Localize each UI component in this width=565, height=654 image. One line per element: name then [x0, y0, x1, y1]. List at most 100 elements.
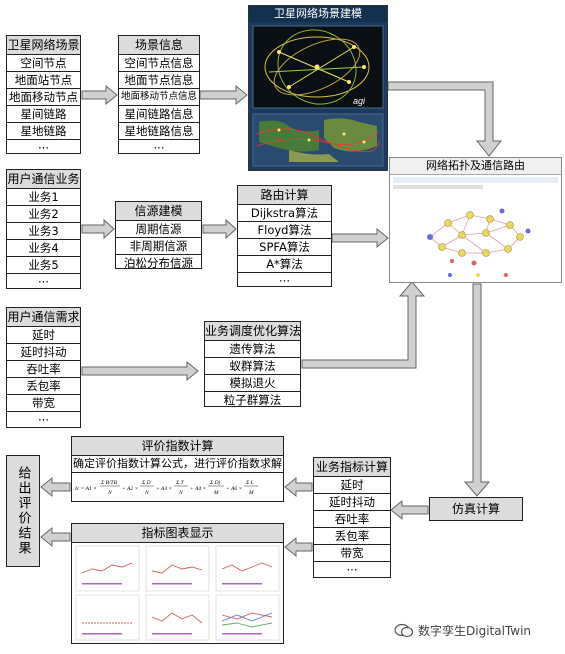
- service-list-item: 业务2: [7, 206, 80, 223]
- scene-list-box: 卫星网络场景 空间节点 地面站节点 地面移动节点 星间链路 星地链路 ···: [6, 35, 81, 155]
- service-list-item: 业务3: [7, 223, 80, 240]
- scene-list-item: 地面站节点: [7, 72, 80, 89]
- arrow-info-to-model: [199, 84, 248, 106]
- service-list-title: 用户通信业务: [7, 170, 80, 189]
- arrow-source-to-routing: [202, 218, 237, 240]
- arrow-optimize-to-topology: [301, 281, 426, 369]
- svg-text:Σ B/TB: Σ B/TB: [100, 480, 118, 486]
- routing-item: A*算法: [238, 256, 331, 273]
- svg-text:+ A6 ×: + A6 ×: [226, 486, 242, 492]
- scene-model-title: 卫星网络场景建模: [249, 6, 387, 22]
- svg-text:M: M: [248, 490, 254, 496]
- result-box: 给出评价结果: [6, 455, 40, 567]
- metric-calc-item: ···: [346, 563, 358, 577]
- topology-title: 网络拓扑及通信路由: [390, 158, 561, 175]
- svg-text:Σ D: Σ D: [141, 480, 151, 486]
- metric-calc-item: 延时抖动: [314, 494, 390, 511]
- svg-text:+ A4 ×: + A4 ×: [190, 485, 206, 492]
- optimize-box: 业务调度优化算法 遗传算法 蚁群算法 模拟退火 粒子群算法: [204, 321, 301, 407]
- chart-display-title: 指标图表显示: [72, 524, 283, 543]
- arrow-metric-to-eval: [284, 476, 313, 498]
- chart-display-box: 指标图表显示: [71, 523, 284, 644]
- svg-text:Σ Dj: Σ Dj: [209, 480, 221, 486]
- service-list-item: ···: [38, 275, 49, 289]
- svg-text:Σ T: Σ T: [175, 480, 185, 486]
- metric-calc-item: 吞吐率: [314, 511, 390, 528]
- demand-list-item: 带宽: [7, 395, 80, 412]
- arrow-chart-to-result: [40, 526, 71, 548]
- metric-calc-title: 业务指标计算: [314, 458, 390, 477]
- result-label: 给出评价结果: [15, 466, 31, 556]
- optimize-item: 蚁群算法: [205, 358, 300, 375]
- routing-item: Dijkstra算法: [238, 205, 331, 222]
- watermark: 数字孪生DigitalTwin: [394, 620, 562, 640]
- scene-info-box: 场景信息 空间节点信息 地面节点信息 地面移动节点信息 星间链路信息 星地链路信…: [118, 35, 200, 155]
- optimize-item: 模拟退火: [205, 375, 300, 392]
- demand-list-item: 延时: [7, 327, 80, 344]
- service-list-item: 业务5: [7, 257, 80, 274]
- metric-calc-box: 业务指标计算 延时 延时抖动 吞吐率 丢包率 带宽 ···: [313, 457, 391, 578]
- scene-info-item: 地面节点信息: [119, 72, 199, 89]
- source-model-box: 信源建模 周期信源 非周期信源 泊松分布信源: [115, 201, 202, 270]
- chart-thumbnails: [75, 545, 280, 641]
- arrow-demand-to-optimize: [81, 360, 199, 382]
- simulation-label: 仿真计算: [451, 502, 500, 516]
- demand-list-item: 丢包率: [7, 378, 80, 395]
- svg-text:+ A3 ×: + A3 ×: [156, 486, 172, 492]
- svg-text:M: M: [213, 490, 219, 496]
- scene-info-item: ···: [153, 141, 165, 155]
- scene-list-item: 地面移动节点: [7, 90, 80, 106]
- metric-calc-item: 延时: [314, 477, 390, 494]
- watermark-text: 数字孪生DigitalTwin: [418, 623, 532, 638]
- demand-list-item: ···: [38, 413, 49, 427]
- arrow-service-to-source: [81, 218, 115, 240]
- arrow-routing-to-topology: [331, 227, 389, 249]
- arrow-simulation-to-metric: [390, 499, 429, 521]
- scene-info-item: 星间链路信息: [119, 106, 199, 123]
- scene-list-item: ···: [38, 141, 49, 155]
- metric-calc-item: 带宽: [314, 545, 390, 562]
- routing-item: Floyd算法: [238, 222, 331, 239]
- scene-list-item: 星间链路: [7, 106, 80, 123]
- scene-list-title: 卫星网络场景: [7, 36, 80, 55]
- svg-text:N: N: [178, 490, 183, 496]
- svg-text:+ A2 ×: + A2 ×: [122, 486, 138, 492]
- svg-text:N: N: [107, 490, 112, 496]
- metric-calc-item: 丢包率: [314, 528, 390, 545]
- source-model-item: 泊松分布信源: [124, 256, 193, 270]
- demand-list-box: 用户通信需求 延时 延时抖动 吞吐率 丢包率 带宽 ···: [6, 307, 81, 428]
- topology-image: [393, 177, 558, 277]
- optimize-item: 粒子群算法: [223, 393, 282, 407]
- simulation-box: 仿真计算: [429, 497, 523, 521]
- optimize-item: 遗传算法: [205, 341, 300, 358]
- source-model-title: 信源建模: [116, 202, 201, 221]
- scene-info-title: 场景信息: [119, 36, 199, 55]
- scene-info-item: 星地链路信息: [119, 123, 199, 140]
- eval-formula: Ic = A1 × Σ B/TB N + A2 × Σ D N + A3 × Σ T…: [74, 480, 258, 496]
- source-model-item: 非周期信源: [116, 238, 201, 255]
- eval-index-title: 评价指数计算: [72, 437, 283, 456]
- arrow-metric-to-chart: [284, 536, 313, 558]
- demand-list-item: 吞吐率: [7, 361, 80, 378]
- scene-list-item: 空间节点: [7, 55, 80, 72]
- arrow-topology-to-simulation: [463, 283, 491, 497]
- scene-model-image: agi: [252, 25, 384, 167]
- svg-text:Ic = A1 ×: Ic = A1 ×: [74, 486, 97, 492]
- eval-index-desc: 确定评价指数计算公式，进行评价指数求解: [72, 456, 283, 473]
- optimize-title: 业务调度优化算法: [205, 322, 300, 341]
- demand-list-item: 延时抖动: [7, 344, 80, 361]
- svg-text:N: N: [144, 490, 149, 496]
- routing-item: SPFA算法: [238, 239, 331, 256]
- scene-model-panel: 卫星网络场景建模 agi: [248, 5, 388, 171]
- chart-grid: [72, 543, 283, 644]
- wechat-icon: [394, 623, 414, 638]
- service-list-item: 业务4: [7, 240, 80, 257]
- service-list-item: 业务1: [7, 189, 80, 206]
- routing-box: 路由计算 Dijkstra算法 Floyd算法 SPFA算法 A*算法 ···: [237, 185, 332, 288]
- eval-index-box: 评价指数计算 确定评价指数计算公式，进行评价指数求解 Ic = A1 × Σ B…: [71, 436, 284, 502]
- source-model-item: 周期信源: [116, 221, 201, 238]
- routing-title: 路由计算: [238, 186, 331, 205]
- topology-panel: 网络拓扑及通信路由: [389, 157, 562, 283]
- arrow-model-to-topology: [387, 81, 503, 157]
